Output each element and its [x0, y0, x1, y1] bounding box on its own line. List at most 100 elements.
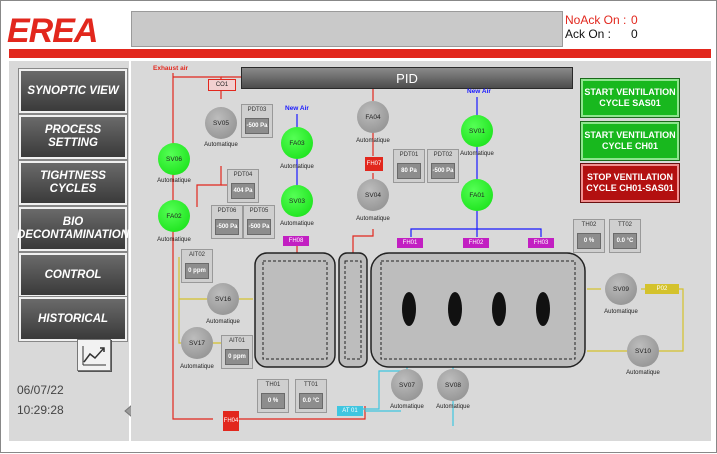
sensor-pdt05[interactable]: PDT05 -500 Pa — [243, 205, 275, 239]
alarm-counters[interactable]: NoAck On : 0 Ack On : 0 — [565, 13, 665, 41]
tag-fh01[interactable]: FH01 — [397, 238, 423, 248]
current-date: 06/07/22 — [17, 383, 64, 397]
sensor-name: TT02 — [617, 222, 632, 228]
sensor-value: 0 % — [261, 393, 285, 409]
valve-sv08[interactable]: SV08 — [437, 369, 469, 401]
nav-bio-decontamination[interactable]: BIO DECONTAMINATION — [17, 207, 129, 251]
noack-value: 0 — [631, 13, 638, 27]
valve-sv16-mode: Automatique — [206, 319, 240, 325]
sensor-name: PDT05 — [249, 208, 269, 214]
valve-sv10-mode: Automatique — [626, 370, 660, 376]
sensor-tt02[interactable]: TT02 0.0 °C — [609, 219, 641, 253]
nav-process-setting[interactable]: PROCESS SETTING — [19, 115, 127, 159]
sensor-pdt01[interactable]: PDT01 80 Pa — [393, 149, 425, 183]
tag-fh02[interactable]: FH02 — [463, 238, 489, 248]
porthole-4 — [536, 292, 550, 326]
sensor-value: -500 Pa — [247, 219, 271, 235]
tag-fh08[interactable]: FH08 — [283, 236, 309, 246]
new-air-label-2: New Air — [467, 88, 491, 95]
sensor-value: 80 Pa — [397, 163, 421, 179]
header-message-bar — [131, 11, 563, 47]
nav-control[interactable]: CONTROL — [19, 253, 127, 297]
sensor-value: 404 Pa — [231, 183, 255, 199]
tag-p02: P02 — [645, 284, 679, 294]
sensor-name: PDT04 — [233, 172, 253, 178]
current-time: 10:29:28 — [17, 403, 64, 417]
tag-fh04[interactable]: FH04 — [223, 411, 239, 431]
nav-synoptic-view[interactable]: SYNOPTIC VIEW — [19, 69, 127, 113]
sensor-value: 0 % — [577, 233, 601, 249]
valve-sv01-mode: Automatique — [460, 151, 494, 157]
valve-fa02[interactable]: FA02 — [158, 200, 190, 232]
noack-label: NoAck On : — [565, 13, 627, 27]
sensor-name: PDT02 — [433, 152, 453, 158]
valve-sv01[interactable]: SV01 — [461, 115, 493, 147]
valve-sv05-mode: Automatique — [204, 142, 238, 148]
sensor-ait02[interactable]: AIT02 0 ppm — [181, 249, 213, 283]
nav-tightness-cycles[interactable]: TIGHTNESS CYCLES — [19, 161, 127, 205]
valve-fa01[interactable]: FA01 — [461, 179, 493, 211]
valve-sv06[interactable]: SV06 — [158, 143, 190, 175]
valve-sv16[interactable]: SV16 — [207, 283, 239, 315]
tag-fh03[interactable]: FH03 — [528, 238, 554, 248]
valve-sv08-mode: Automatique — [436, 404, 470, 410]
valve-fa03[interactable]: FA03 — [281, 127, 313, 159]
trend-chart-icon[interactable] — [77, 339, 111, 371]
porthole-3 — [492, 292, 506, 326]
valve-sv05[interactable]: SV05 — [205, 107, 237, 139]
valve-sv17[interactable]: SV17 — [181, 327, 213, 359]
valve-sv09-mode: Automatique — [604, 309, 638, 315]
valve-fa03-mode: Automatique — [280, 164, 314, 170]
valve-sv04-mode: Automatique — [356, 216, 390, 222]
sensor-ait01[interactable]: AIT01 0 ppm — [221, 335, 253, 369]
porthole-1 — [402, 292, 416, 326]
sensor-name: PDT06 — [217, 208, 237, 214]
porthole-2 — [448, 292, 462, 326]
erea-logo: EREA — [7, 13, 125, 49]
valve-sv17-mode: Automatique — [180, 364, 214, 370]
header-divider — [9, 49, 711, 58]
pid-title: PID — [241, 67, 573, 89]
valve-sv07-mode: Automatique — [390, 404, 424, 410]
valve-fa04-mode: Automatique — [356, 138, 390, 144]
start-ventilation-sas01-button[interactable]: START VENTILATION CYCLE SAS01 — [581, 79, 679, 117]
sensor-value: 0 ppm — [185, 263, 209, 279]
sensor-name: TH02 — [581, 222, 597, 228]
valve-fa04[interactable]: FA04 — [357, 101, 389, 133]
valve-sv10[interactable]: SV10 — [627, 335, 659, 367]
sensor-pdt02[interactable]: PDT02 -500 Pa — [427, 149, 459, 183]
tag-co1: CO1 — [208, 79, 236, 91]
valve-sv06-mode: Automatique — [157, 178, 191, 184]
sensor-pdt04[interactable]: PDT04 404 Pa — [227, 169, 259, 203]
sensor-value: -500 Pa — [431, 163, 455, 179]
sensor-name: PDT01 — [399, 152, 419, 158]
sensor-pdt03[interactable]: PDT03 -500 Pa — [241, 104, 273, 138]
valve-sv03[interactable]: SV03 — [281, 185, 313, 217]
sensor-value: 0.0 °C — [613, 233, 637, 249]
sensor-th01[interactable]: TH01 0 % — [257, 379, 289, 413]
nav-historical[interactable]: HISTORICAL — [19, 297, 127, 341]
ack-label: Ack On : — [565, 27, 612, 41]
sensor-value: -500 Pa — [215, 219, 239, 235]
new-air-label-1: New Air — [285, 105, 309, 112]
start-ventilation-ch01-button[interactable]: START VENTILATION CYCLE CH01 — [581, 122, 679, 160]
logo-text: EREA — [7, 12, 98, 50]
ack-value: 0 — [631, 27, 638, 41]
tag-at01: AT 01 — [337, 406, 363, 416]
exhaust-air-label: Exhaust air — [153, 65, 189, 72]
valve-sv09[interactable]: SV09 — [605, 273, 637, 305]
valve-sv03-mode: Automatique — [280, 221, 314, 227]
sensor-pdt06[interactable]: PDT06 -500 Pa — [211, 205, 243, 239]
sensor-th02[interactable]: TH02 0 % — [573, 219, 605, 253]
sensor-name: AIT02 — [188, 252, 205, 258]
sensor-tt01[interactable]: TT01 0.0 °C — [295, 379, 327, 413]
valve-sv04[interactable]: SV04 — [357, 179, 389, 211]
sensor-value: 0.0 °C — [299, 393, 323, 409]
tag-fh07[interactable]: FH07 — [365, 157, 383, 171]
sensor-name: TH01 — [265, 382, 281, 388]
valve-sv07[interactable]: SV07 — [391, 369, 423, 401]
sensor-name: PDT03 — [247, 107, 267, 113]
stop-ventilation-button[interactable]: STOP VENTILATION CYCLE CH01-SAS01 — [581, 164, 679, 202]
